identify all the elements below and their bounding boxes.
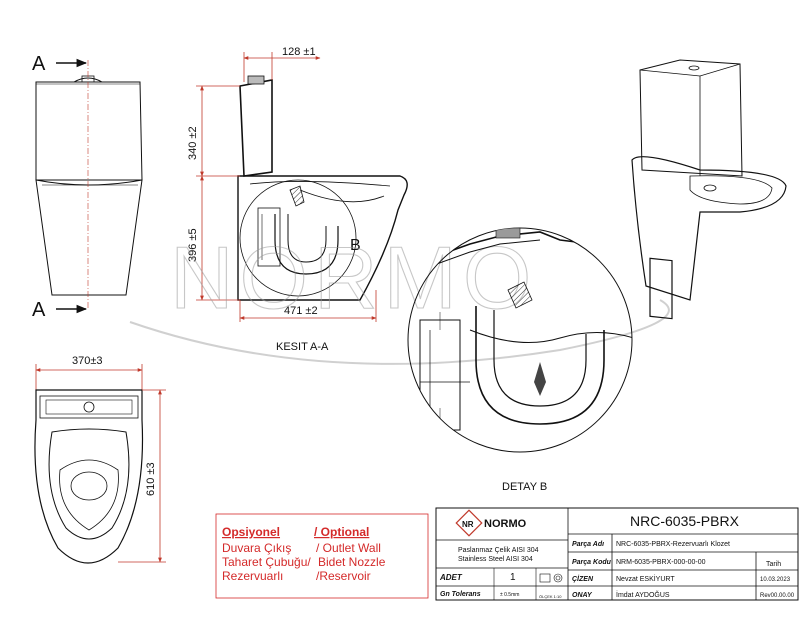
date-label: Tarih: [766, 561, 781, 568]
section-dimensions: 128 ±1 340 ±2 396 ±5 471 ±2 KESIT A-A: [187, 46, 377, 353]
row-value-3: İmdat AYDOĞUS: [616, 590, 670, 599]
adet-value: 1: [510, 572, 516, 583]
tolerance-value: ± 0.5mm: [500, 592, 519, 598]
watermark-text: NORMO: [170, 228, 537, 327]
row-label-2: ÇİZEN: [572, 575, 594, 583]
marker-a-bottom: A: [32, 299, 46, 321]
section-view: B: [237, 75, 408, 301]
row-value-0: NRC-6035-PBRX-Rezervuarlı Klozet: [616, 541, 730, 548]
projection-symbol: [539, 573, 563, 583]
option-en-2: /Reservoir: [316, 569, 371, 583]
dim-tank-height: 340 ±2: [187, 126, 199, 160]
section-markers: A A: [32, 53, 88, 321]
row-value-2: Nevzat ESKİYURT: [616, 574, 675, 583]
logo-text: NORMO: [484, 518, 527, 530]
date-value: 10.03.2023: [760, 577, 791, 583]
material-en: Stainless Steel AISI 304: [458, 556, 533, 563]
brand-logo: NR NORMO: [455, 509, 527, 537]
option-tr-2: Rezervuarlı: [222, 569, 283, 583]
row-label-1: Parça Kodu: [572, 559, 612, 566]
dim-depth: 471 ±2: [284, 305, 318, 317]
options-title-tr: Opsiyonel: [222, 525, 280, 539]
dim-plan-length: 610 ±3: [145, 462, 157, 496]
marker-b: B: [350, 237, 361, 254]
material-tr: Paslanmaz Çelik AISI 304: [458, 547, 539, 554]
tolerance-label: Gn Tolerans: [440, 591, 481, 598]
marker-a-top: A: [32, 53, 46, 75]
svg-text:NR: NR: [462, 520, 474, 529]
title-block: NR NORMO NRC-6035-PBRX Paslanmaz Çelik A…: [435, 507, 799, 601]
detail-view: DETAY B: [407, 227, 633, 493]
options-title-en: / Optional: [314, 525, 369, 539]
option-en-0: / Outlet Wall: [316, 541, 381, 555]
dim-top-width: 128 ±1: [282, 46, 316, 58]
watermark: NORMO: [129, 227, 670, 365]
front-view: [35, 60, 143, 310]
row-value-1: NRM-6035-PBRX-000-00-00: [616, 559, 706, 566]
product-code: NRC-6035-PBRX: [630, 513, 740, 529]
dim-bowl-height: 396 ±5: [187, 228, 199, 262]
revision: Rev00.00.00: [760, 593, 795, 599]
section-label: KESIT A-A: [276, 341, 329, 353]
dim-plan-width: 370±3: [72, 355, 103, 367]
option-en-1: Bidet Nozzle: [318, 555, 386, 569]
adet-label: ADET: [439, 573, 463, 582]
scale: ÖLÇEK 1:10: [539, 594, 562, 599]
isometric-view: [631, 59, 787, 320]
option-tr-0: Duvara Çıkış: [222, 541, 291, 555]
option-tr-1: Taharet Çubuğu/: [222, 555, 311, 569]
row-label-3: ONAY: [572, 592, 593, 599]
options-box: Opsiyonel / Optional Duvara Çıkış / Outl…: [215, 513, 429, 599]
plan-view: 370±3 610 ±3: [34, 355, 166, 564]
detail-label: DETAY B: [502, 481, 547, 493]
row-label-0: Parça Adı: [572, 541, 604, 548]
